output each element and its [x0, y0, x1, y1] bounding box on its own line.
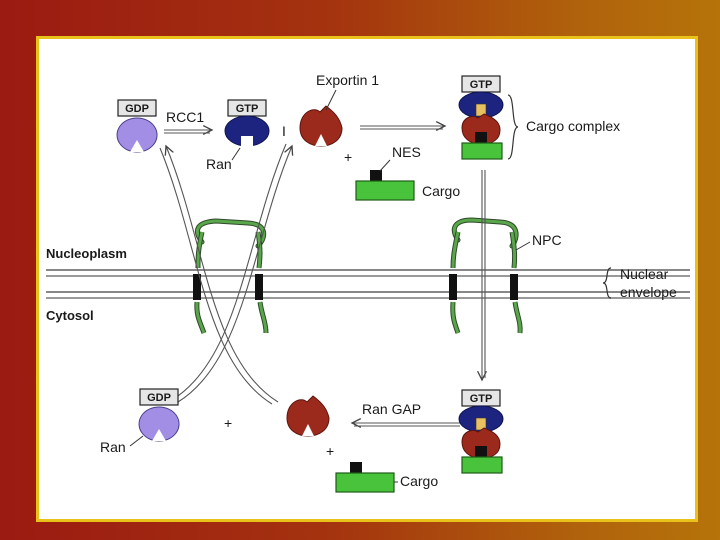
cargo-nes-top — [355, 170, 415, 201]
complex-brace — [507, 94, 519, 160]
ran-gdp-top: GDP — [116, 99, 158, 153]
nuclear-label: Nuclear — [620, 266, 669, 282]
gdp-label-bottom: GDP — [147, 392, 171, 404]
gtp-label-bottom: GTP — [470, 393, 493, 405]
exportin-1 — [299, 105, 343, 147]
npc-left — [193, 218, 269, 334]
exportin-bottom — [286, 395, 330, 437]
ran-label-top: Ran — [206, 156, 232, 172]
ran-gdp-bottom: GDP — [138, 388, 180, 442]
envelope-label: envelope — [620, 284, 677, 300]
ran-gtp-top: GTP — [224, 99, 270, 148]
cargo-label-bottom: Cargo — [400, 473, 438, 489]
cytosol-label: Cytosol — [46, 308, 94, 323]
gdp-label: GDP — [125, 103, 149, 115]
slide-panel — [36, 36, 698, 522]
separator-mark: I — [282, 123, 286, 139]
cargo-complex-bottom: GTP — [458, 389, 504, 474]
plus-bottom: + — [326, 443, 334, 459]
cargo-complex-label: Cargo complex — [526, 118, 620, 134]
nes-label: NES — [392, 144, 421, 160]
plus-top: + — [344, 149, 352, 165]
ran-gap-arrow — [352, 423, 460, 426]
rcc1-arrow — [164, 130, 212, 133]
import-arrows — [159, 143, 292, 405]
plus-bottom-left: + — [224, 415, 232, 431]
exportin-label: Exportin 1 — [316, 72, 379, 88]
cargo-label-top: Cargo — [422, 183, 460, 199]
gtp-label-complex: GTP — [470, 79, 493, 91]
npc-label: NPC — [532, 232, 562, 248]
cargo-nes-bottom — [335, 462, 395, 493]
cargo-complex-top: GTP — [458, 75, 504, 160]
envelope-brace — [602, 267, 612, 299]
npc-right — [449, 217, 523, 334]
rcc1-label: RCC1 — [166, 109, 204, 125]
nuclear-envelope — [46, 269, 690, 299]
gtp-label: GTP — [236, 103, 259, 115]
ran-label-bottom: Ran — [100, 439, 126, 455]
nucleoplasm-label: Nucleoplasm — [46, 246, 127, 261]
export-arrow — [482, 170, 485, 380]
complex-formation-arrow — [360, 126, 445, 129]
ran-gap-label: Ran GAP — [362, 401, 421, 417]
